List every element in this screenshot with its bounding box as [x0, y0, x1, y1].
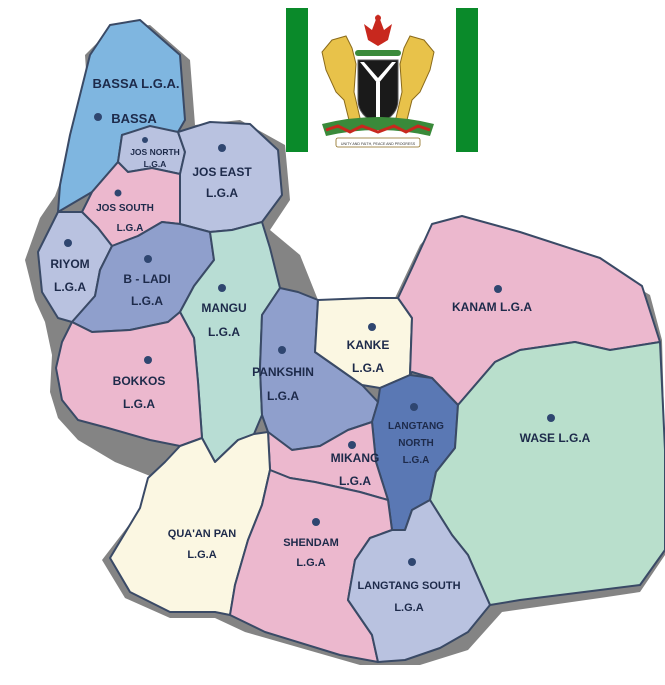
- label-shendam: SHENDAM: [283, 537, 339, 549]
- label-jos-north-lga: L.G.A: [144, 159, 167, 169]
- label-mikang-lga: L.G.A: [339, 474, 371, 488]
- label-langtang-south-lga: L.G.A: [394, 602, 423, 614]
- label-jos-east-lga: L.G.A: [206, 186, 238, 200]
- dot-kanke: [368, 323, 376, 331]
- label-mangu-lga: L.G.A: [208, 325, 240, 339]
- label-kanke: KANKE: [347, 338, 390, 352]
- label-kanam: KANAM L.G.A: [452, 300, 532, 314]
- dot-kanam: [494, 285, 502, 293]
- label-bassa-capital: BASSA: [111, 111, 157, 126]
- dot-langtang-south: [408, 558, 416, 566]
- dot-mikang: [348, 441, 356, 449]
- dot-bassa: [94, 113, 102, 121]
- dot-pankshin: [278, 346, 286, 354]
- label-bokkos-lga: L.G.A: [123, 397, 155, 411]
- label-mikang: MIKANG: [331, 451, 380, 465]
- coat-of-arms-emblem: UNITY AND FAITH, PEACE AND PROGRESS: [286, 8, 478, 152]
- wreath: [355, 50, 401, 56]
- region-langtang-south[interactable]: [347, 499, 491, 663]
- label-jos-south: JOS SOUTH: [96, 203, 154, 214]
- label-kanke-lga: L.G.A: [352, 361, 384, 375]
- dot-bokkos: [144, 356, 152, 364]
- capital-markers: [64, 113, 555, 566]
- dot-jos-east: [218, 144, 226, 152]
- flowers: [325, 124, 431, 134]
- label-bassa: BASSA L.G.A.: [93, 76, 180, 91]
- label-jos-north: JOS NORTH: [130, 147, 180, 157]
- dot-mangu: [218, 284, 226, 292]
- label-mangu: MANGU: [201, 301, 246, 315]
- label-riyom-lga: L.G.A: [54, 280, 86, 294]
- eagle-icon: [364, 14, 392, 46]
- flag-stripe-left: [286, 8, 308, 152]
- flag-stripe-right: [456, 8, 478, 152]
- label-langtang-north: LANGTANG: [388, 421, 444, 432]
- label-quaan-pan: QUA'AN PAN: [168, 528, 236, 540]
- label-langtang-north-2: NORTH: [398, 438, 434, 449]
- label-jos-south-lga: L.G.A: [117, 223, 144, 234]
- label-quaan-pan-lga: L.G.A: [187, 549, 216, 561]
- lga-labels: BASSA L.G.A. BASSA JOS NORTH L.G.A JOS E…: [50, 76, 590, 614]
- label-langtang-south: LANGTANG SOUTH: [357, 580, 460, 592]
- label-barkin-ladi: B - LADI: [123, 272, 170, 286]
- label-wase: WASE L.G.A: [520, 431, 591, 445]
- label-pankshin: PANKSHIN: [252, 365, 314, 379]
- label-barkin-ladi-lga: L.G.A: [131, 294, 163, 308]
- dot-riyom: [64, 239, 72, 247]
- dot-jos-south: [114, 189, 122, 197]
- dot-shendam: [312, 518, 320, 526]
- dot-barkin-ladi: [144, 255, 152, 263]
- label-jos-east: JOS EAST: [192, 165, 252, 179]
- motto-banner: [335, 137, 421, 148]
- dot-langtang-north: [410, 403, 418, 411]
- label-shendam-lga: L.G.A: [296, 557, 325, 569]
- label-langtang-north-lga: L.G.A: [403, 455, 430, 466]
- region-wase[interactable]: [429, 341, 665, 606]
- label-bokkos: BOKKOS: [113, 374, 166, 388]
- dot-jos-north: [142, 137, 148, 143]
- label-riyom: RIYOM: [50, 257, 89, 271]
- dot-wase: [547, 414, 555, 422]
- label-pankshin-lga: L.G.A: [267, 389, 299, 403]
- motto-text: UNITY AND FAITH, PEACE AND PROGRESS: [341, 142, 416, 146]
